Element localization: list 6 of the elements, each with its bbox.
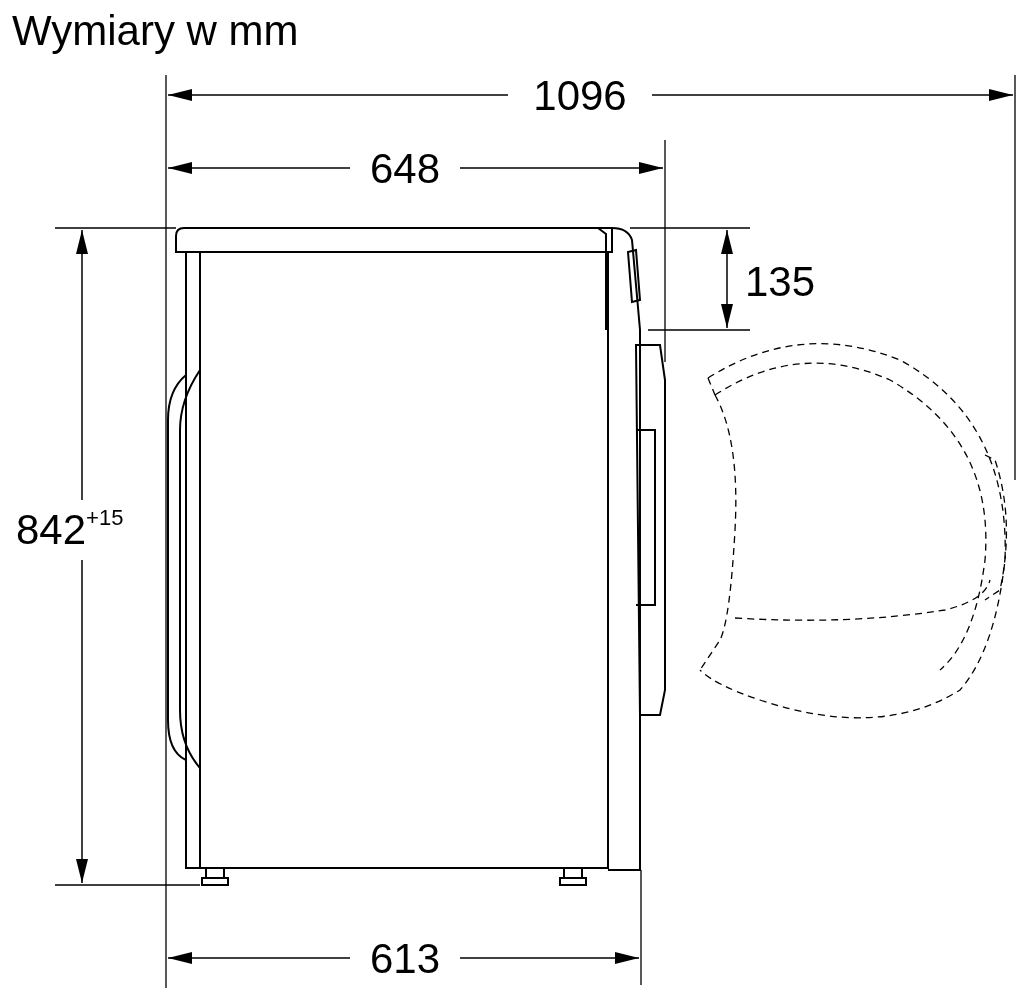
dimension-label: 1096 <box>533 75 627 117</box>
dimension-label: 842$^{+15}$ <box>16 509 124 551</box>
dimension-label: 613 <box>369 938 441 980</box>
title: Wymiary w mm <box>12 10 299 52</box>
dimension-label: 648 <box>369 148 441 190</box>
dimension-label: 135 <box>745 261 816 303</box>
